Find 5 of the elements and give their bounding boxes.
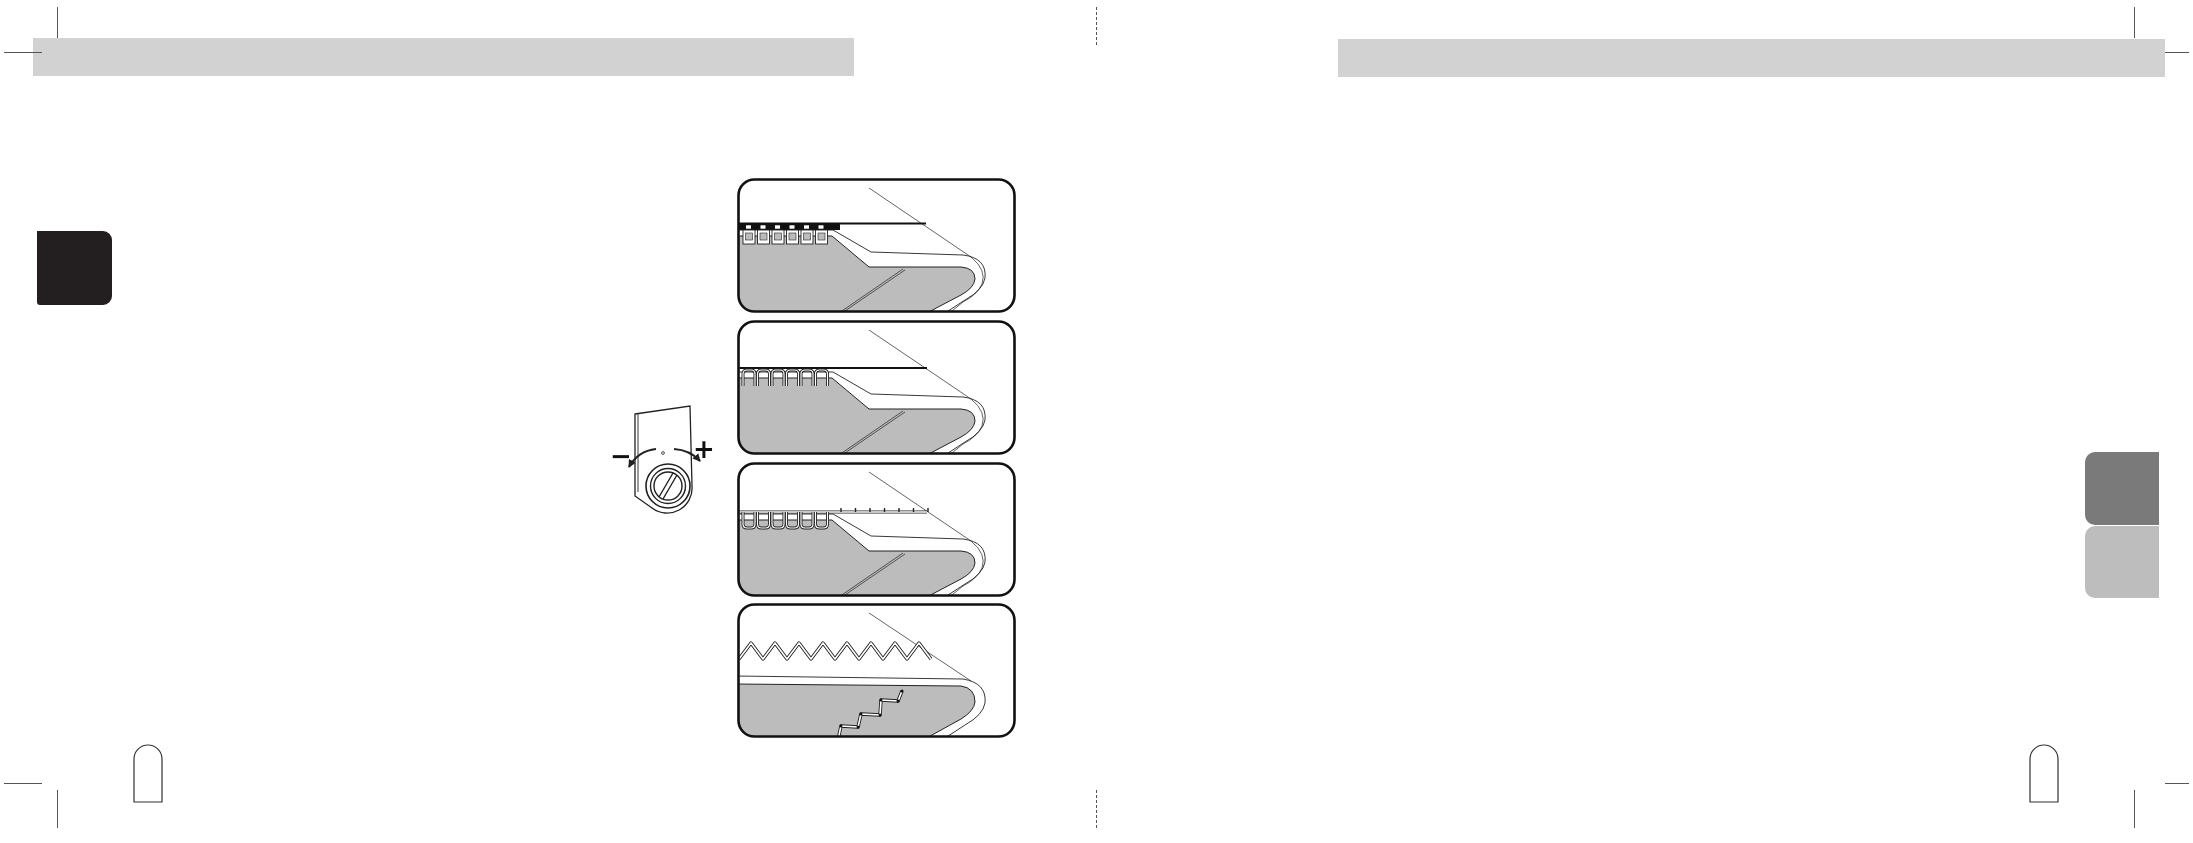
section-tab — [2085, 526, 2159, 598]
section-tab — [2085, 452, 2159, 525]
section-tab — [37, 231, 112, 305]
plus-sign: + — [693, 436, 715, 462]
minus-sign: − — [610, 443, 632, 469]
